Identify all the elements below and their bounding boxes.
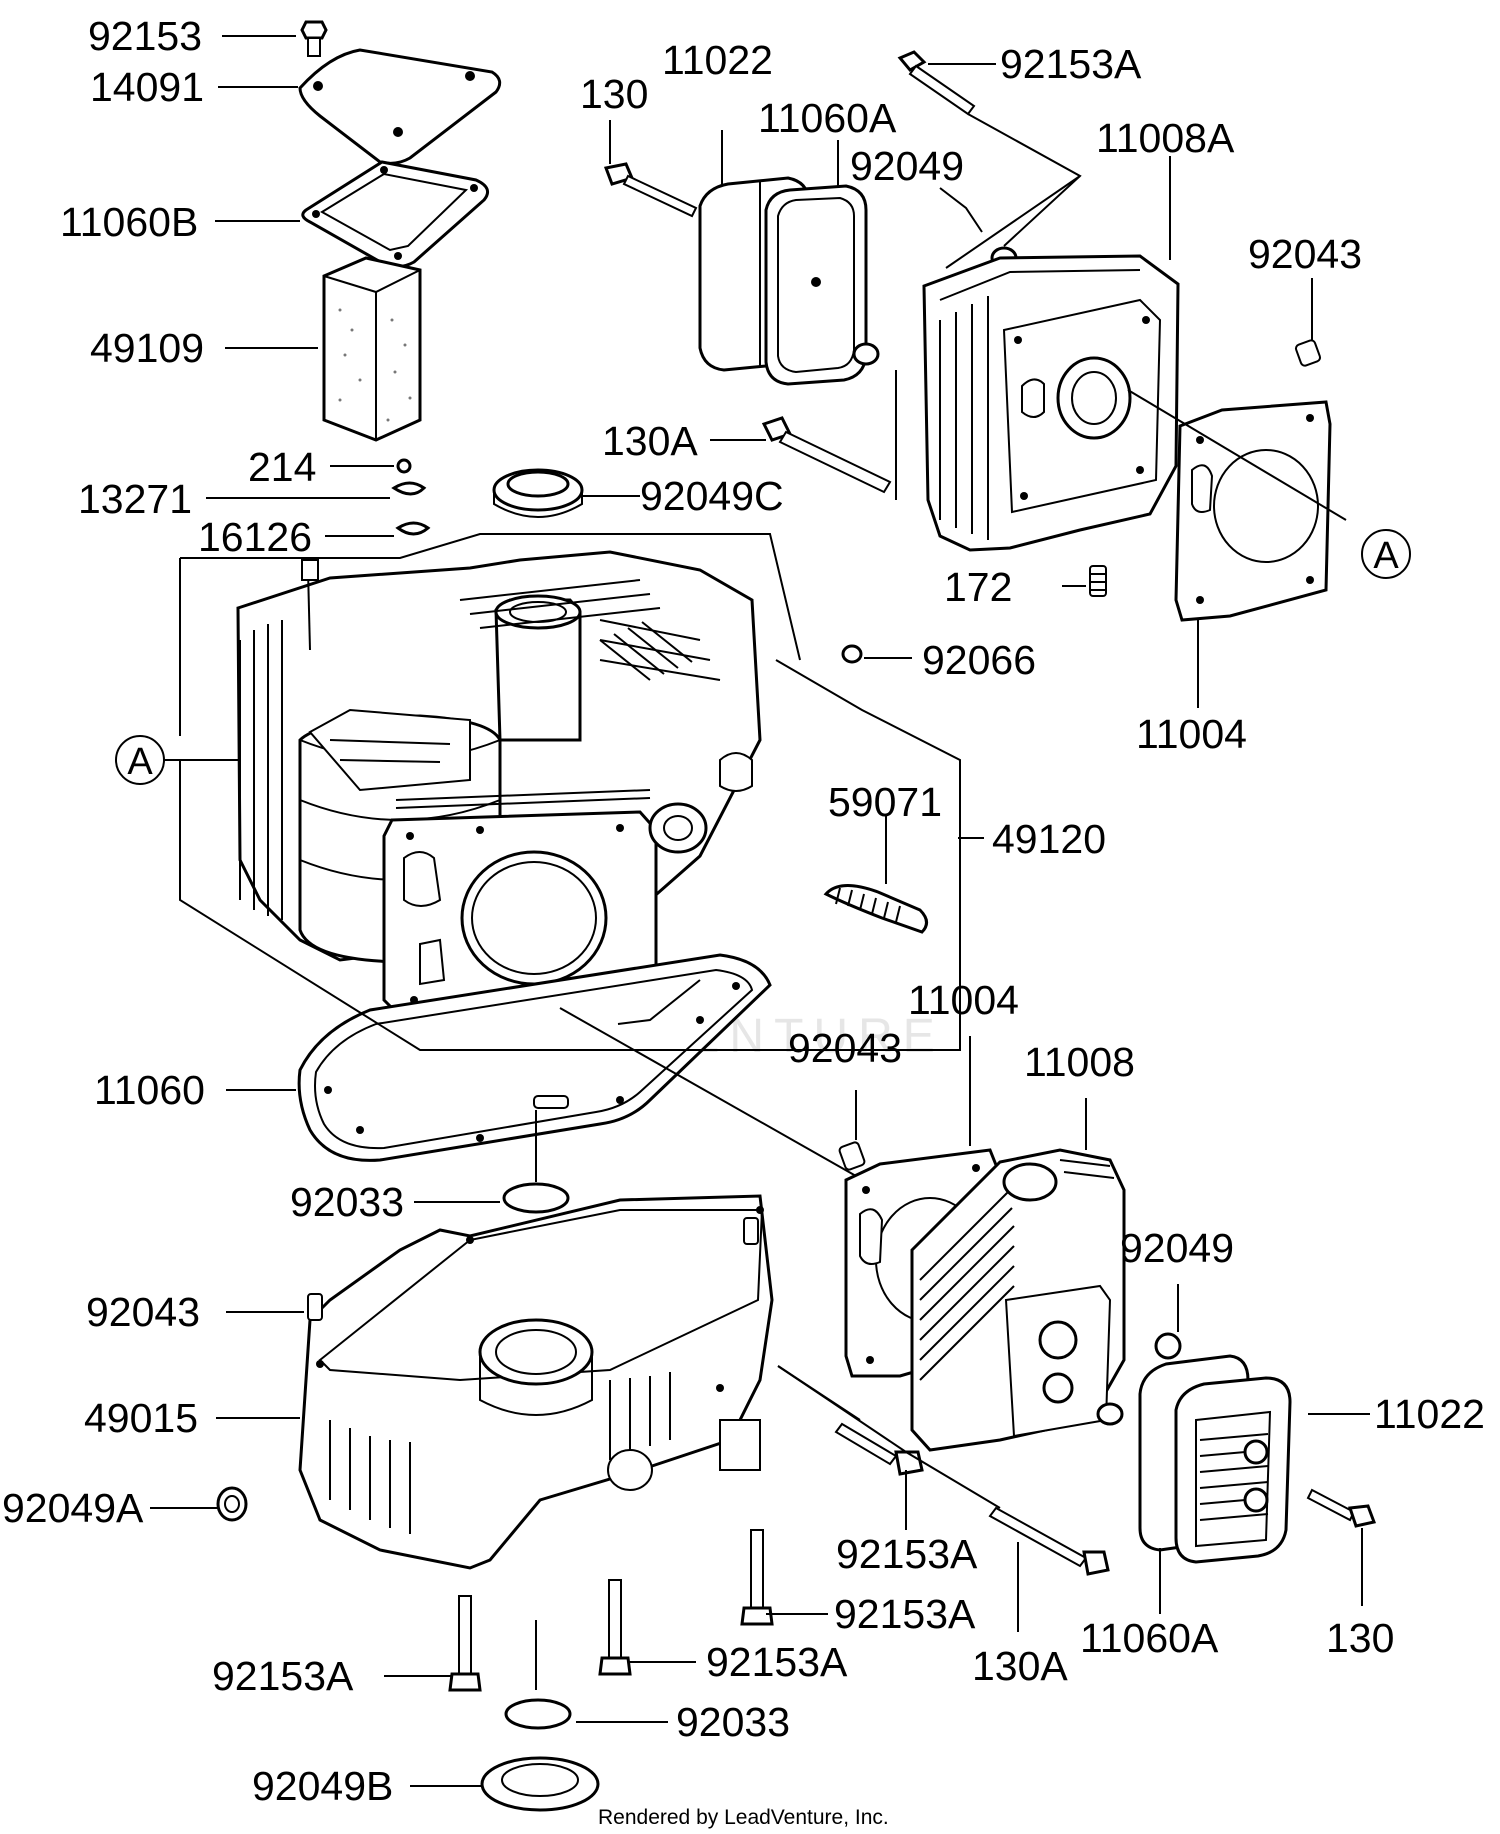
label-172: 172 (944, 564, 1012, 610)
label-214: 214 (248, 444, 316, 490)
dowel-92049-top-2[interactable] (852, 342, 880, 366)
label-130A-top: 130A (602, 418, 698, 464)
dowel-92049-mid-2[interactable] (1096, 1402, 1124, 1426)
label-92153A-right: 92153A (834, 1591, 976, 1637)
label-92043-mid: 92043 (788, 1025, 902, 1071)
label-49015: 49015 (84, 1395, 198, 1441)
stud-172[interactable] (1089, 565, 1107, 597)
head-gasket-11004-top[interactable] (1174, 400, 1332, 622)
dowel-92049-mid[interactable] (1154, 1332, 1182, 1360)
label-92043-left: 92043 (86, 1289, 200, 1335)
label-13271: 13271 (78, 476, 192, 522)
plug-92066[interactable] (841, 644, 863, 664)
part-labels: 92153 14091 11060B 49109 214 13271 16126… (2, 13, 1485, 1809)
label-49109: 49109 (90, 325, 204, 371)
callout-a-right: A (1361, 529, 1411, 579)
label-130-top: 130 (580, 71, 648, 117)
bolt-92153A-pan-1[interactable] (448, 1595, 482, 1692)
label-11004-top: 11004 (1136, 711, 1247, 757)
dowel-92043-mid[interactable] (838, 1141, 866, 1171)
label-92153A-top: 92153A (1000, 41, 1142, 87)
label-59071: 59071 (828, 779, 942, 825)
label-11022-top: 11022 (662, 37, 773, 83)
bolt-92153[interactable] (300, 20, 328, 57)
bolt-92153A-pan-3[interactable] (740, 1529, 774, 1626)
gasket-11060A-top[interactable] (764, 184, 868, 386)
gasket-11060B[interactable] (301, 160, 490, 269)
bolt-92153A-pan-2[interactable] (598, 1579, 632, 1676)
cover-14091[interactable] (298, 48, 502, 165)
label-92153A-mid: 92153A (836, 1531, 978, 1577)
label-11004-mid: 11004 (908, 977, 1019, 1023)
footer-credit: Rendered by LeadVenture, Inc. (598, 1806, 889, 1829)
bolt-130A-top[interactable] (761, 416, 892, 494)
label-130-bottom: 130 (1326, 1615, 1394, 1661)
bolt-130A-bottom[interactable] (988, 1506, 1110, 1576)
label-49120: 49120 (992, 816, 1106, 862)
small-parts-214-13271-16126[interactable] (391, 458, 431, 536)
label-11060A-bottom: 11060A (1080, 1615, 1219, 1661)
label-92049C: 92049C (640, 473, 784, 519)
dowel-92043-top[interactable] (1294, 339, 1322, 367)
bolt-92153A-top[interactable] (897, 50, 976, 116)
callout-a-left-text: A (127, 741, 153, 783)
label-92049-mid: 92049 (1120, 1225, 1234, 1271)
bolt-92153A-head[interactable] (834, 1422, 924, 1476)
label-14091: 14091 (90, 64, 204, 110)
label-11060A-top: 11060A (758, 95, 897, 141)
label-92153A-bottom-left: 92153A (212, 1653, 354, 1699)
spring-59071[interactable] (823, 884, 928, 934)
bolt-130-bottom[interactable] (1306, 1488, 1377, 1528)
crankcase-49120[interactable] (236, 550, 762, 1018)
callout-a-right-text: A (1373, 535, 1399, 577)
leader-lines (150, 35, 1370, 1787)
label-92043-top: 92043 (1248, 231, 1362, 277)
label-11008A: 11008A (1096, 115, 1235, 161)
gasket-11060[interactable] (297, 953, 772, 1162)
seal-92049A[interactable] (216, 1486, 248, 1522)
label-92153A-bottom-mid: 92153A (706, 1639, 848, 1685)
label-11022-bottom: 11022 (1374, 1391, 1485, 1437)
dowel-92043-left[interactable] (307, 1293, 323, 1321)
cylinder-head-11008[interactable] (910, 1148, 1126, 1452)
label-92033-top: 92033 (290, 1179, 404, 1225)
label-92153: 92153 (88, 13, 202, 59)
label-92049A: 92049A (2, 1485, 144, 1531)
bolt-130-top[interactable] (603, 162, 698, 218)
label-130A-bottom: 130A (972, 1643, 1068, 1689)
oil-seal-92049C[interactable] (492, 468, 584, 518)
rocker-cover-11022-bottom[interactable] (1174, 1376, 1292, 1564)
o-ring-92033-bottom[interactable] (504, 1698, 572, 1730)
label-92049-top: 92049 (850, 143, 964, 189)
label-92033-bottom: 92033 (676, 1699, 790, 1745)
label-92049B: 92049B (252, 1763, 393, 1809)
filter-element-49109[interactable] (322, 256, 422, 442)
label-11008: 11008 (1024, 1039, 1135, 1085)
crankcase-cover-49015[interactable] (298, 1194, 774, 1570)
label-11060: 11060 (94, 1067, 205, 1113)
label-11060B: 11060B (60, 199, 198, 245)
dowel-92043-pan[interactable] (743, 1217, 759, 1245)
label-92066: 92066 (922, 637, 1036, 683)
label-16126: 16126 (198, 514, 312, 560)
oil-seal-92049B[interactable] (480, 1756, 600, 1812)
o-ring-92033-top[interactable] (502, 1182, 570, 1214)
cylinder-head-11008A[interactable] (922, 254, 1180, 552)
callout-a-left: A (115, 558, 240, 785)
